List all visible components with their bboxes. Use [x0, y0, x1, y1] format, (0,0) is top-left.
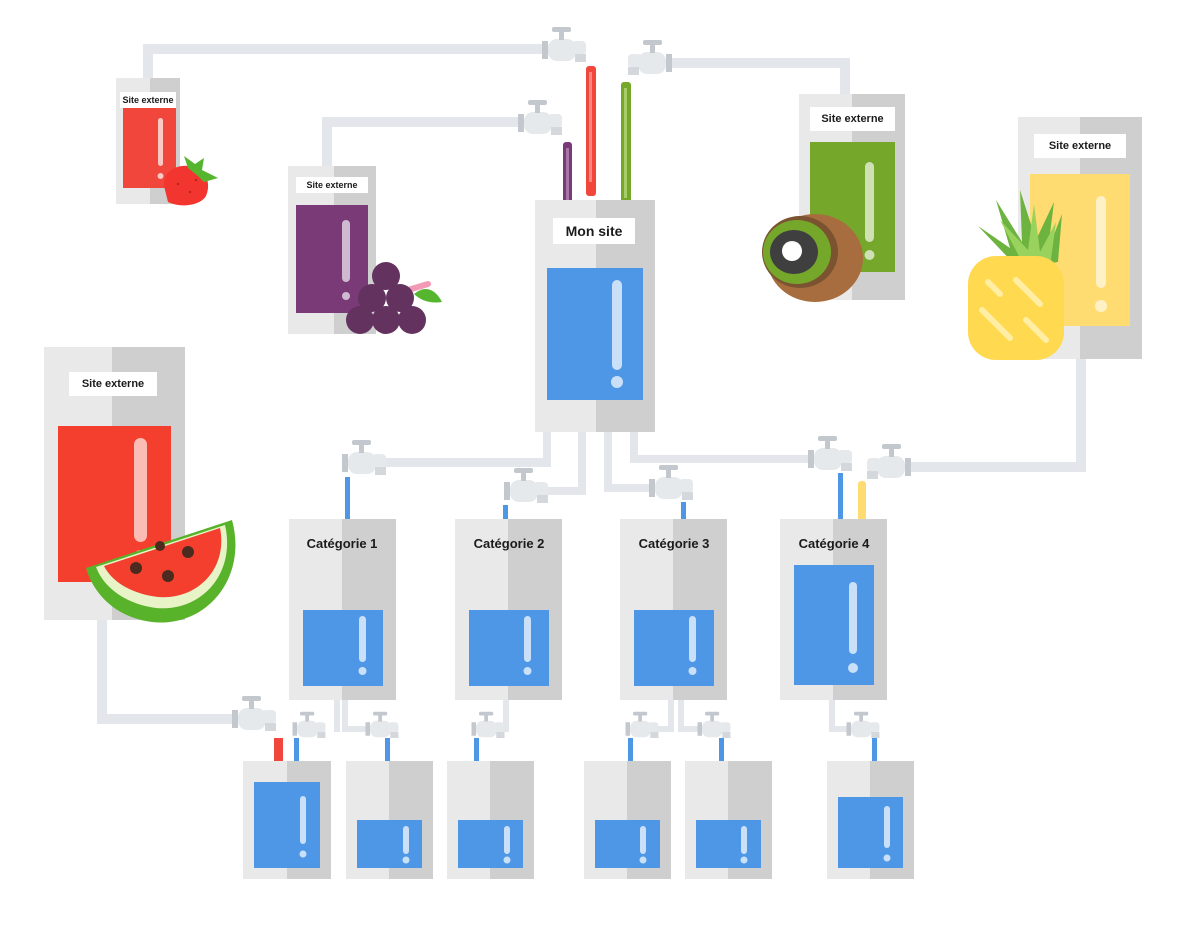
exclamation-icon	[865, 162, 874, 242]
bottom-tank-4	[584, 761, 671, 879]
faucet-icon	[867, 444, 911, 479]
watermelon-icon	[86, 520, 236, 623]
pineapple-icon	[968, 190, 1064, 360]
grapes-icon	[346, 262, 442, 334]
faucet-icon	[342, 440, 386, 475]
bottom-tank-3	[447, 761, 534, 879]
exclamation-icon	[359, 616, 366, 662]
faucet-icon	[518, 100, 562, 135]
category-label: Catégorie 4	[798, 536, 870, 551]
strawberry-icon	[164, 156, 218, 206]
faucet-icon	[649, 465, 693, 500]
kiwi-icon	[762, 214, 863, 302]
bottom-tank-5	[685, 761, 772, 879]
external-site-label: Site externe	[1034, 134, 1126, 158]
category-label: Catégorie 2	[473, 536, 545, 551]
faucet-icon	[471, 711, 505, 738]
faucet-icon	[625, 711, 659, 738]
faucet-icon	[808, 436, 852, 471]
main-site-label: Mon site	[553, 218, 635, 244]
category-1-tank	[289, 519, 396, 700]
category-label: Catégorie 1	[306, 536, 378, 551]
pipes	[97, 44, 1086, 732]
faucet-icon	[292, 711, 326, 738]
exclamation-icon	[849, 582, 857, 654]
exclamation-icon	[884, 806, 890, 848]
faucet-icon	[846, 711, 880, 738]
faucet-icon	[232, 696, 276, 731]
external-site-label: Site externe	[296, 177, 368, 193]
exclamation-icon	[524, 616, 531, 662]
exclamation-icon	[640, 826, 646, 854]
faucet-icon	[697, 711, 731, 738]
bottom-tank-2	[346, 761, 433, 879]
exclamation-icon	[689, 616, 696, 662]
external-site-label: Site externe	[120, 92, 176, 108]
exclamation-icon	[300, 796, 306, 844]
exclamation-icon	[612, 280, 622, 370]
category-4-tank	[780, 519, 887, 700]
exclamation-icon	[1096, 196, 1106, 288]
exclamation-icon	[158, 118, 163, 166]
bottom-tank-1	[243, 761, 331, 879]
exclamation-icon	[403, 826, 409, 854]
faucet-icon	[365, 711, 399, 738]
faucet-icon	[504, 468, 548, 503]
external-site-label: Site externe	[810, 107, 895, 131]
category-2-tank	[455, 519, 562, 700]
faucet-icon	[542, 27, 586, 62]
exclamation-icon	[504, 826, 510, 854]
exclamation-icon	[741, 826, 747, 854]
category-label: Catégorie 3	[638, 536, 710, 551]
bottom-tank-6	[827, 761, 914, 879]
category-3-tank	[620, 519, 727, 700]
exclamation-icon	[134, 438, 147, 542]
exclamation-icon	[342, 220, 350, 282]
external-site-label: Site externe	[69, 372, 157, 396]
faucet-icon	[628, 40, 672, 75]
